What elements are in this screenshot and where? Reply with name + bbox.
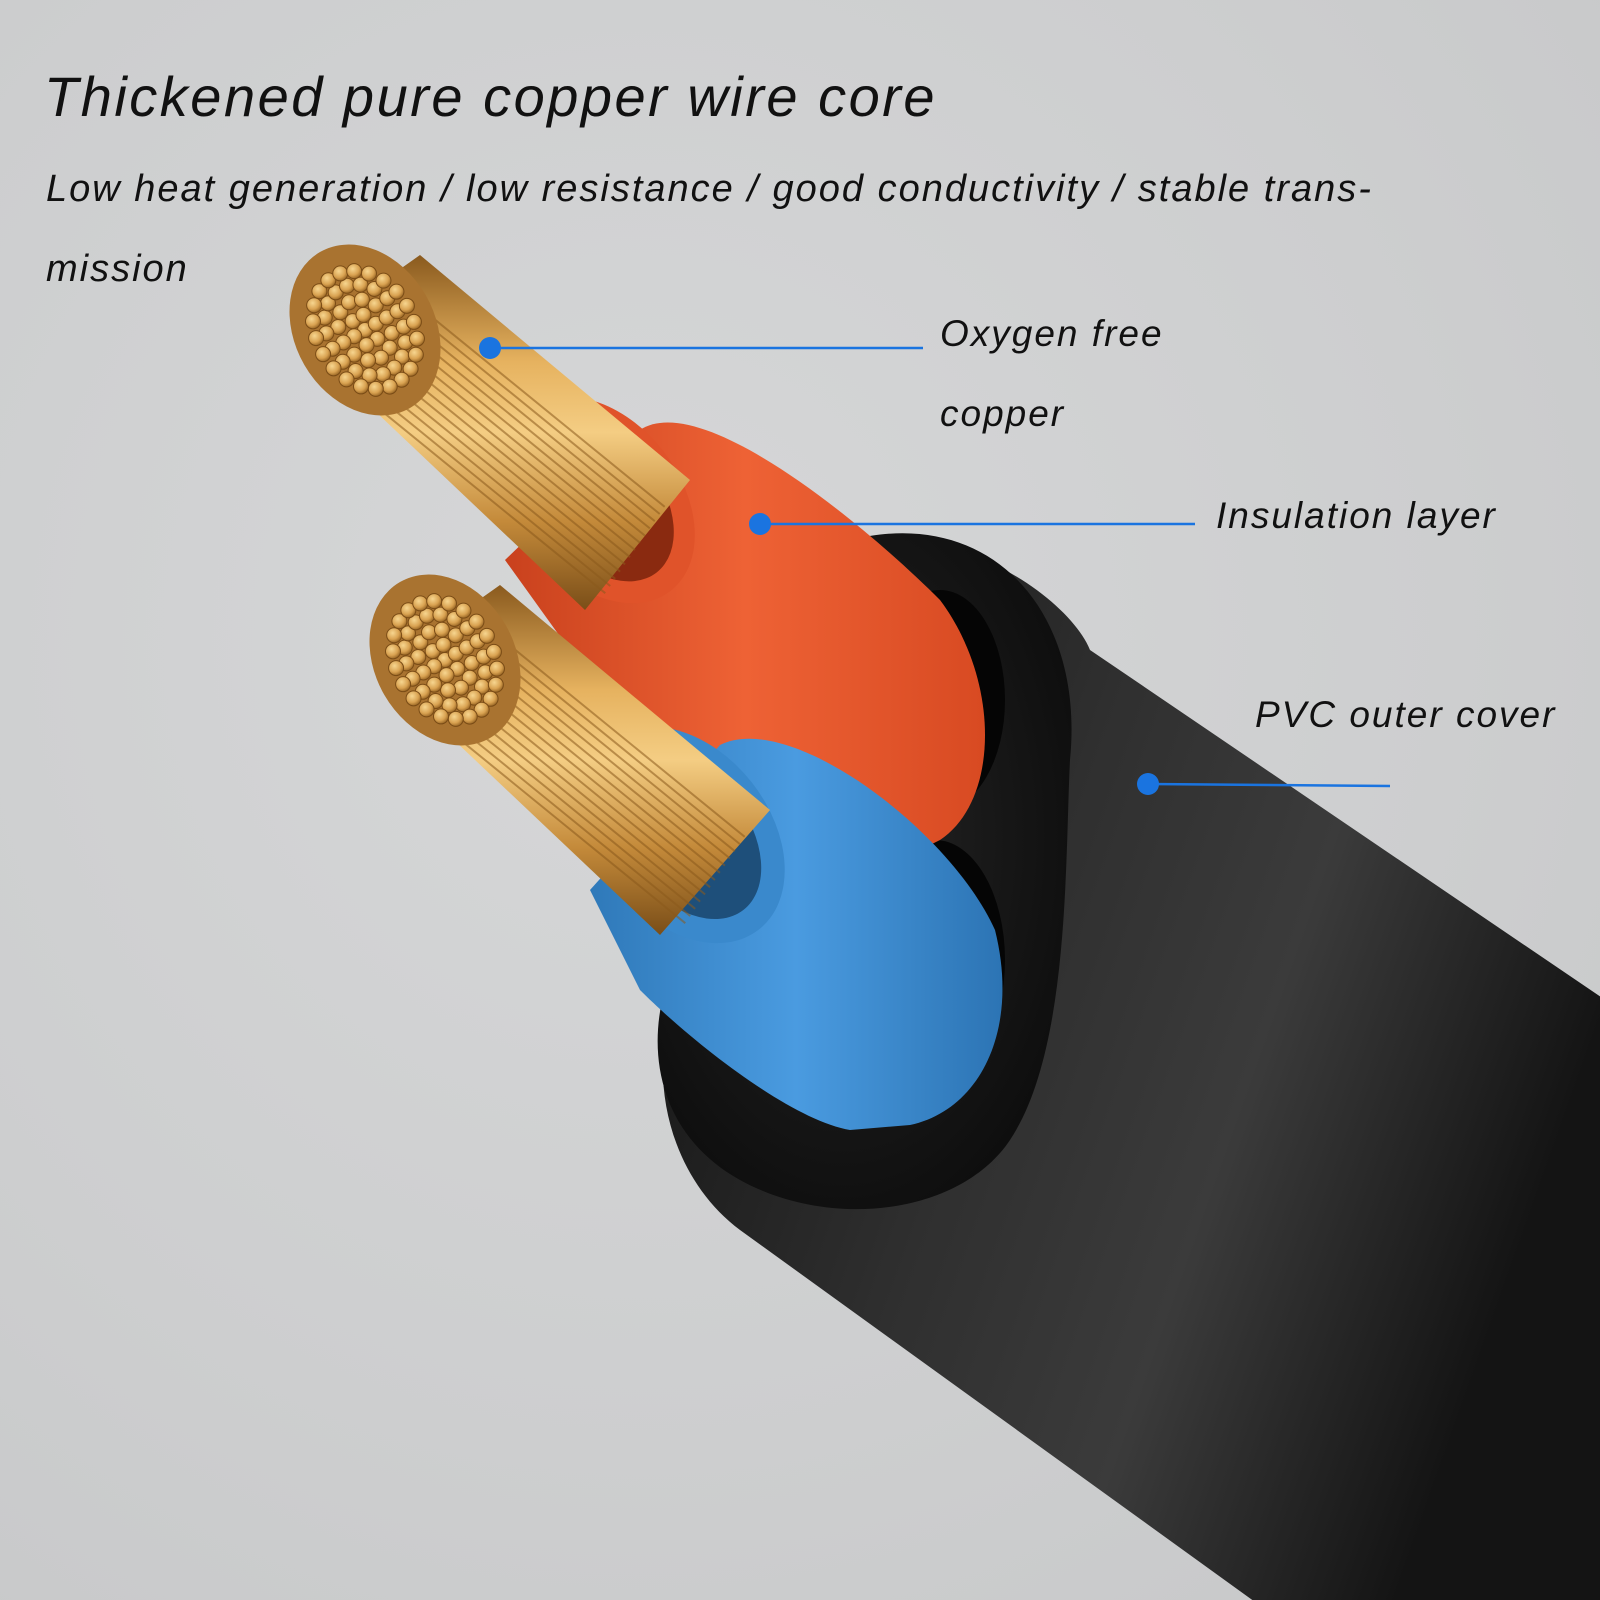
copper-strand-end [391, 613, 408, 630]
page-title: Thickened pure copper wire core [44, 65, 938, 128]
copper-strand-end [360, 352, 377, 369]
copper-strand-end [485, 643, 502, 660]
copper-strand-end [400, 602, 417, 619]
callout-dot-pvc [1137, 773, 1159, 795]
copper-strand-end [367, 380, 384, 397]
copper-strand-end [426, 593, 443, 610]
copper-strand-end [325, 360, 342, 377]
copper-strand-end [367, 297, 384, 314]
copper-strand-end [435, 636, 452, 653]
copper-strand-end [407, 346, 424, 363]
copper-conductor-upper [289, 244, 690, 610]
copper-strand-end [381, 378, 398, 395]
copper-strand-end [315, 346, 332, 363]
copper-strand-end [488, 660, 505, 677]
copper-strand-end [461, 708, 478, 725]
subtitle-line-2: mission [46, 248, 189, 290]
copper-strand-end [306, 297, 323, 314]
callout-dot-copper [479, 337, 501, 359]
copper-strand-end [388, 660, 405, 677]
callout-insulation [749, 513, 1195, 535]
copper-strand-end [393, 371, 410, 388]
copper-strand-end [418, 701, 435, 718]
copper-strand-end [332, 265, 349, 282]
copper-strand-end [353, 291, 370, 308]
copper-strand-end [388, 283, 405, 300]
copper-strand-end [375, 272, 392, 289]
copper-strand-end [433, 621, 450, 638]
copper-conductor-lower [369, 574, 770, 935]
copper-strand-end [395, 676, 412, 693]
callout-pvc [1137, 773, 1391, 795]
copper-strand-end [421, 624, 437, 641]
copper-strand-end [386, 627, 403, 644]
copper-strand-end [311, 283, 328, 300]
copper-strand-end [398, 297, 415, 314]
copper-strand-end [473, 701, 490, 718]
copper-strand-end [440, 682, 457, 699]
copper-strand-end [405, 313, 422, 330]
copper-strand-end [341, 294, 357, 311]
copper-strand-line [394, 286, 666, 508]
copper-strand-end [455, 602, 472, 619]
copper-strand-end [447, 710, 464, 727]
callout-label-pvc: PVC outer cover [1255, 694, 1557, 735]
callout-label-insulation: Insulation layer [1216, 495, 1497, 536]
copper-strand-end [402, 360, 419, 377]
copper-strand-line [474, 616, 746, 838]
copper-strand-end [487, 676, 504, 693]
copper-strand-end [478, 627, 495, 644]
copper-strand-end [426, 676, 443, 693]
copper-strand-end [305, 313, 322, 330]
copper-strand-end [346, 346, 363, 363]
copper-strand-end [412, 595, 429, 612]
subtitle-line-1: Low heat generation / low resistance / g… [46, 168, 1373, 210]
copper-strand-end [447, 627, 464, 644]
copper-strand-end [453, 679, 469, 696]
callout-dot-insulation [749, 513, 771, 535]
copper-strand-end [482, 690, 499, 707]
copper-strand-end [353, 378, 370, 395]
callout-label-copper-line-1: Oxygen free [940, 313, 1164, 354]
copper-strand-end [360, 265, 377, 282]
copper-strand-end [468, 613, 485, 630]
callout-label-copper-line-2: copper [940, 393, 1066, 434]
copper-strand-end [433, 708, 450, 725]
callout-copper [479, 337, 923, 359]
copper-strand-end [338, 371, 355, 388]
copper-strand-end [405, 690, 422, 707]
copper-strand-end [320, 272, 337, 289]
copper-strand-end [385, 643, 402, 660]
copper-strand-end [355, 306, 372, 323]
copper-strand-end [440, 595, 457, 612]
copper-strand-end [373, 349, 389, 366]
copper-strand-end [346, 263, 363, 280]
copper-strand-end [408, 330, 425, 347]
copper-strand-end [308, 330, 325, 347]
